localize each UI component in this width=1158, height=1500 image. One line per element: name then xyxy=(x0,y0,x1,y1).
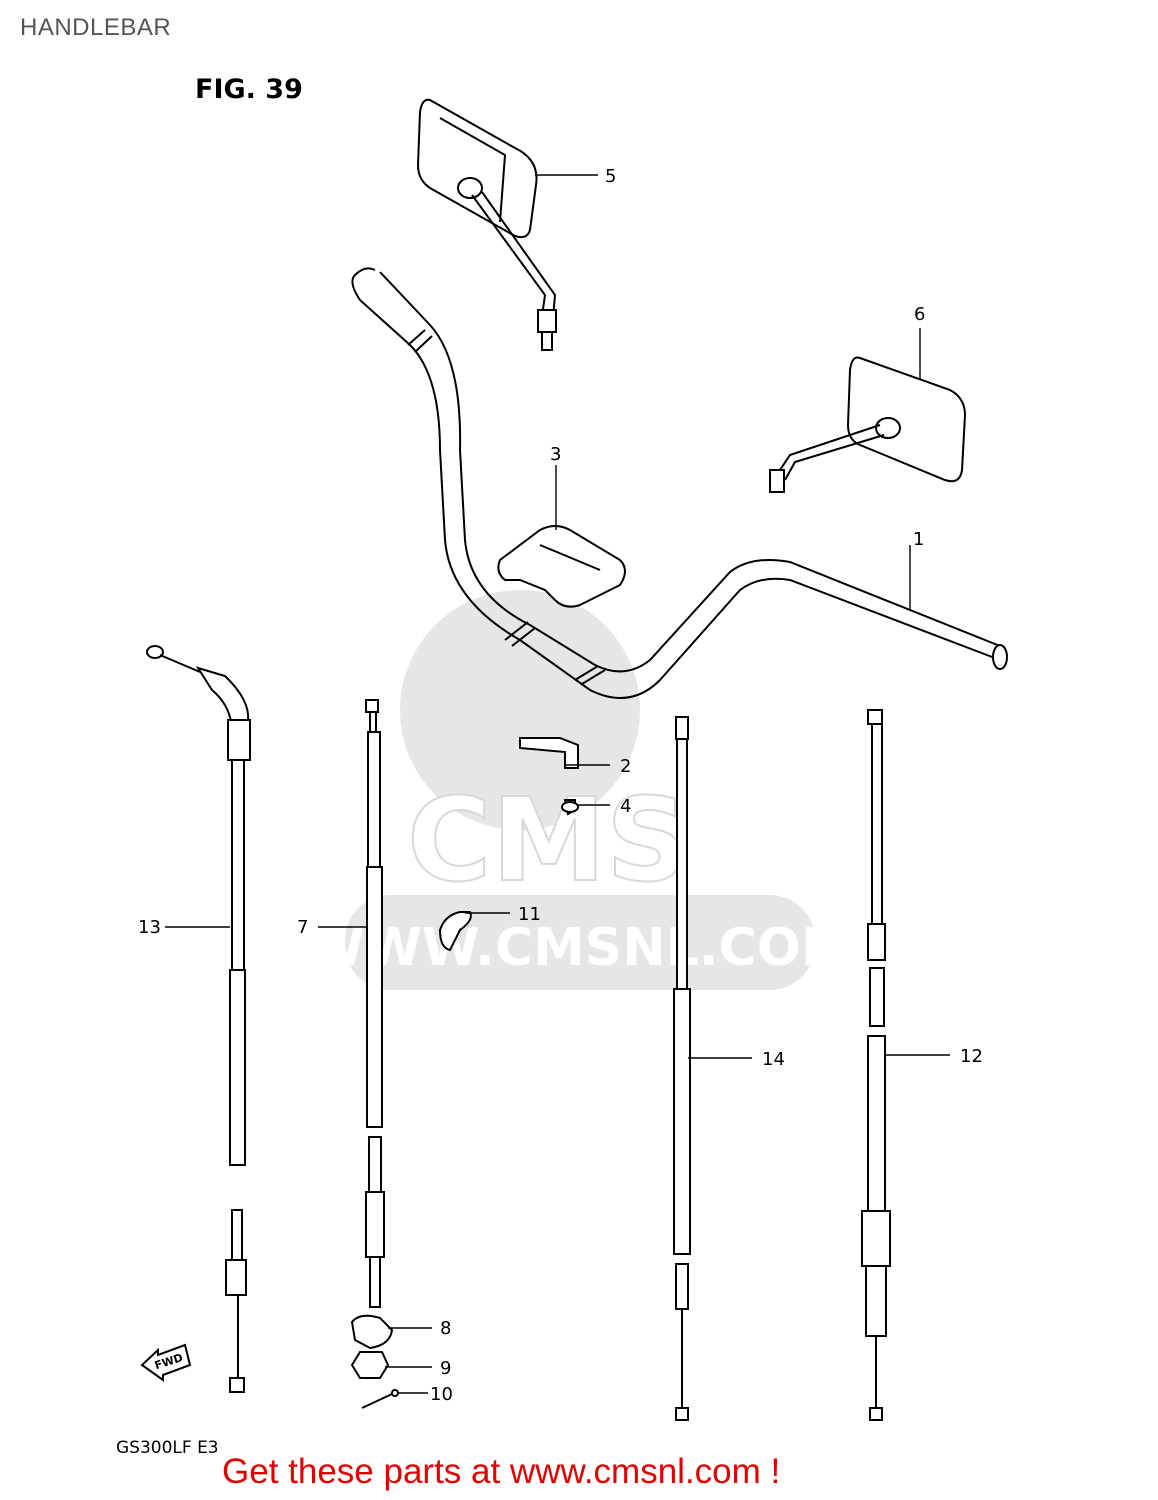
part-label-4: 4 xyxy=(620,796,631,817)
mirror-left-part xyxy=(416,98,557,351)
part-label-14: 14 xyxy=(762,1049,785,1070)
leader-lines xyxy=(165,174,950,1394)
cable-part-12 xyxy=(861,709,891,1421)
cable-part-7 xyxy=(365,699,385,1308)
clamp-part-11 xyxy=(438,911,472,952)
buy-parts-banner[interactable]: Get these parts at www.cmsnl.com ! xyxy=(222,1452,781,1491)
part-labels: 1 2 3 4 5 6 7 8 9 10 11 12 13 14 xyxy=(138,166,983,1405)
part-label-2: 2 xyxy=(620,756,631,777)
watermark-url: WWW.CMSNL.COM xyxy=(307,918,852,978)
cable-part-13 xyxy=(146,645,251,1393)
part-label-3: 3 xyxy=(550,444,561,465)
cable-part-14 xyxy=(673,716,691,1421)
part-label-7: 7 xyxy=(297,917,308,938)
part-label-11: 11 xyxy=(518,904,541,925)
mirror-right-part xyxy=(769,356,967,493)
nut-part-9 xyxy=(350,1351,390,1379)
figure-title: FIG. 39 xyxy=(195,74,303,105)
handlebar-part xyxy=(351,267,1008,699)
handlebar-holder-part xyxy=(497,525,626,608)
part-label-1: 1 xyxy=(913,529,924,550)
page-header: HANDLEBAR xyxy=(20,14,172,41)
model-code: GS300LF E3 xyxy=(116,1438,219,1458)
part-label-5: 5 xyxy=(605,166,616,187)
watermark-brand: CMS xyxy=(407,774,689,908)
cms-watermark: CMS WWW.CMSNL.COM xyxy=(307,590,853,990)
screw-part-4 xyxy=(561,799,579,816)
part-label-10: 10 xyxy=(430,1384,453,1405)
forward-direction-arrow: FWD xyxy=(140,1343,192,1382)
part-label-9: 9 xyxy=(440,1358,451,1379)
part-label-13: 13 xyxy=(138,917,161,938)
clamp-part-2 xyxy=(519,737,579,769)
part-label-6: 6 xyxy=(914,304,925,325)
part-label-12: 12 xyxy=(960,1046,983,1067)
part-label-8: 8 xyxy=(440,1318,451,1339)
adjuster-part-8 xyxy=(350,1314,394,1350)
pin-part-10 xyxy=(361,1389,399,1409)
